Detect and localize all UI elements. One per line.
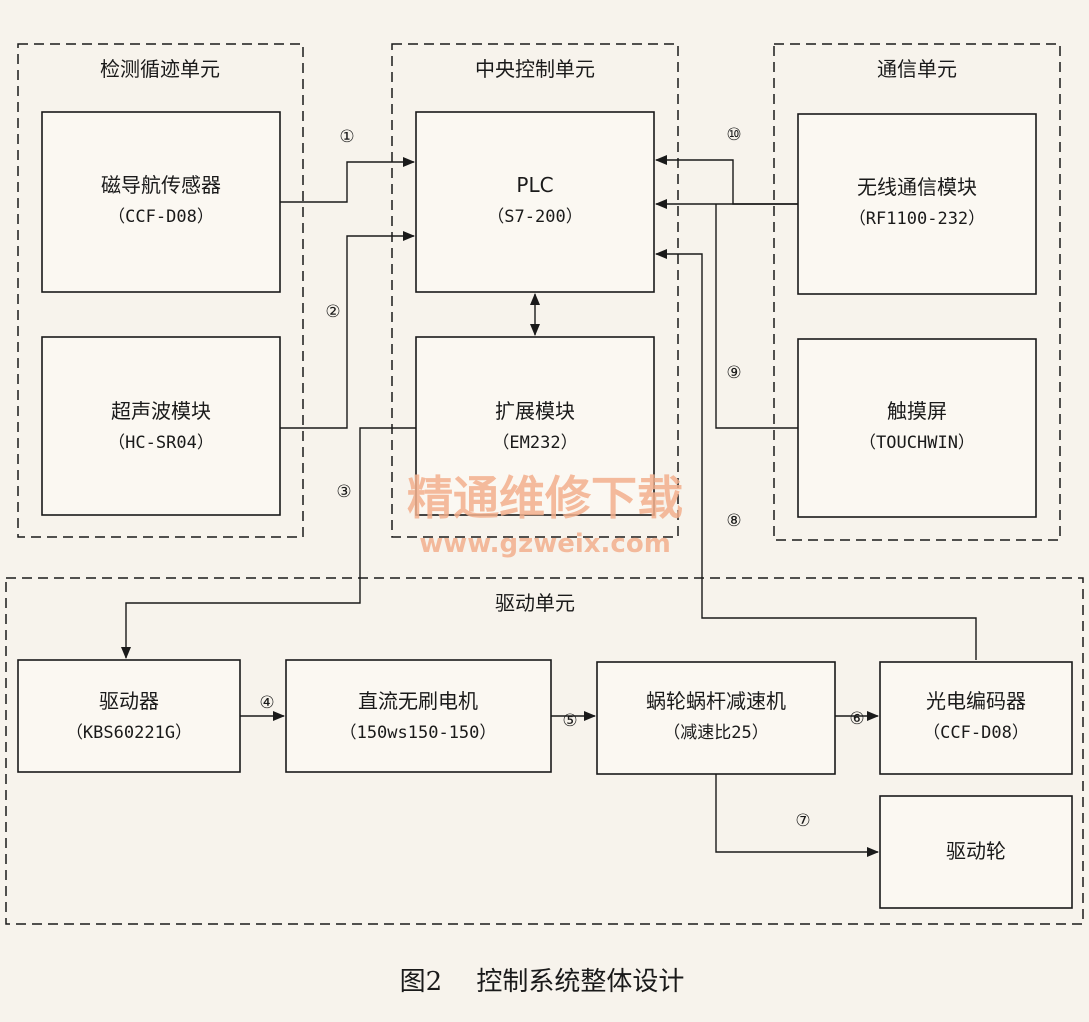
connector-8 (655, 249, 977, 660)
driver-title: 驱动器 (99, 689, 159, 713)
expansion-box (415, 336, 655, 516)
label-8: ⑧ (726, 511, 741, 531)
connector-7 (715, 774, 879, 857)
expansion-model: （EM232） (492, 433, 577, 453)
connector-3 (121, 427, 416, 659)
group-communication-title: 通信单元 (877, 57, 957, 81)
touchscreen-model: （TOUCHWIN） (859, 433, 975, 453)
expansion-title: 扩展模块 (495, 399, 575, 423)
wireless-box (797, 113, 1037, 295)
encoder-model: （CCF-D08） (923, 723, 1029, 743)
encoder-box (879, 661, 1073, 775)
group-detection (17, 43, 304, 538)
group-communication (773, 43, 1061, 541)
ultrasonic-box (41, 336, 281, 516)
watermark-text: 精通维修下载 (407, 471, 683, 525)
reducer-ratio: （减速比25） (663, 723, 768, 743)
motor-model: （150ws150-150） (340, 723, 497, 743)
group-central (391, 43, 679, 538)
watermark-url: www.gzweix.com (419, 529, 671, 559)
figure-caption: 图2 控制系统整体设计 (400, 967, 685, 997)
drive-wheel-title: 驱动轮 (946, 839, 1006, 863)
label-2: ② (325, 302, 340, 322)
wireless-title: 无线通信模块 (857, 175, 977, 199)
magnetic-sensor-model: （CCF-D08） (108, 207, 214, 227)
group-drive-title: 驱动单元 (495, 591, 575, 615)
driver-box (17, 659, 241, 773)
group-central-title: 中央控制单元 (475, 57, 595, 81)
label-1: ① (339, 127, 354, 147)
label-4: ④ (259, 693, 274, 713)
group-drive (5, 577, 1084, 925)
driver-model: （KBS60221G） (66, 723, 192, 743)
magnetic-sensor-box (41, 111, 281, 293)
plc-model: （S7-200） (487, 207, 582, 227)
reducer-title: 蜗轮蜗杆减速机 (646, 689, 786, 713)
reducer-box (596, 661, 836, 775)
label-7: ⑦ (795, 811, 810, 831)
connector-1 (280, 157, 415, 203)
group-detection-title: 检测循迹单元 (100, 57, 220, 81)
touchscreen-title: 触摸屏 (887, 399, 947, 423)
ultrasonic-title: 超声波模块 (111, 399, 211, 423)
wireless-model: （RF1100-232） (849, 209, 985, 229)
plc-title: PLC (516, 173, 553, 197)
touchscreen-box (797, 338, 1037, 518)
label-3: ③ (336, 482, 351, 502)
encoder-title: 光电编码器 (926, 689, 1026, 713)
connector-9 (715, 204, 798, 429)
label-6: ⑥ (849, 709, 864, 729)
label-10: ⑩ (726, 125, 741, 145)
drive-wheel-box (879, 795, 1073, 909)
plc-box (415, 111, 655, 293)
motor-box (285, 659, 552, 773)
ultrasonic-model: （HC-SR04） (108, 433, 214, 453)
motor-title: 直流无刷电机 (358, 689, 478, 713)
connector-2 (280, 231, 415, 429)
magnetic-sensor-title: 磁导航传感器 (101, 173, 221, 197)
label-9: ⑨ (726, 363, 741, 383)
label-5: ⑤ (562, 711, 577, 731)
